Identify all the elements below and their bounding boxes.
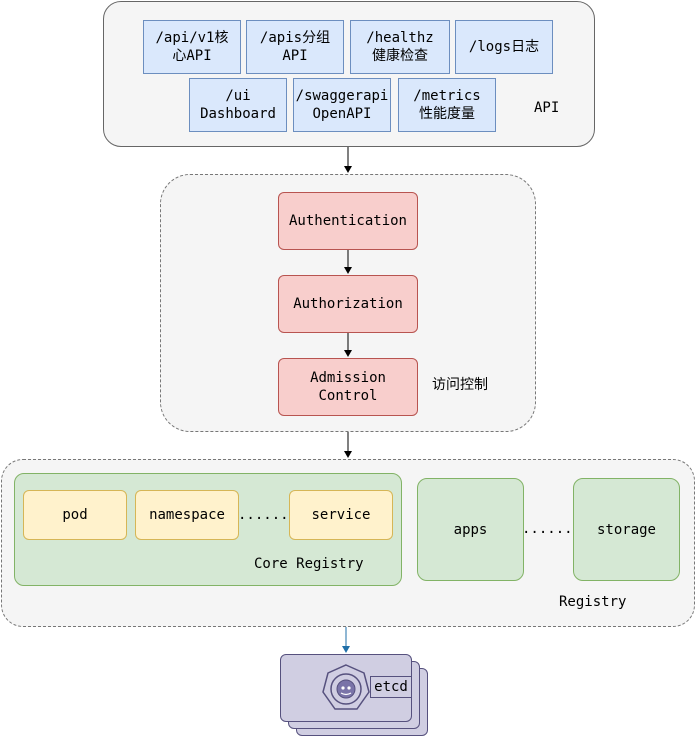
core-registry-ellipsis: ...... — [238, 507, 289, 523]
admission-control-step: Admission Control — [278, 358, 418, 416]
apps-group: apps — [417, 478, 524, 581]
authorization-step: Authorization — [278, 275, 418, 333]
endpoint-metrics: /metrics 性能度量 — [398, 78, 496, 132]
access-control-label: 访问控制 — [432, 377, 488, 393]
core-registry-label: Core Registry — [254, 556, 364, 572]
storage-group: storage — [573, 478, 680, 581]
endpoint-api-v1: /api/v1核 心API — [143, 20, 241, 74]
api-group-label: API — [534, 100, 560, 116]
authentication-step: Authentication — [278, 192, 418, 250]
service-resource: service — [289, 490, 393, 540]
registry-label: Registry — [559, 594, 627, 610]
registry-ellipsis: ...... — [522, 521, 573, 537]
endpoint-apis: /apis分组 API — [246, 20, 344, 74]
endpoint-logs: /logs日志 — [455, 20, 553, 74]
endpoint-swaggerapi: /swaggerapi OpenAPI — [293, 78, 391, 132]
etcd-label: etcd — [370, 676, 412, 698]
namespace-resource: namespace — [135, 490, 239, 540]
pod-resource: pod — [23, 490, 127, 540]
endpoint-ui: /ui Dashboard — [189, 78, 287, 132]
endpoint-healthz: /healthz 健康检查 — [350, 20, 450, 74]
etcd-logo-icon — [322, 664, 370, 710]
